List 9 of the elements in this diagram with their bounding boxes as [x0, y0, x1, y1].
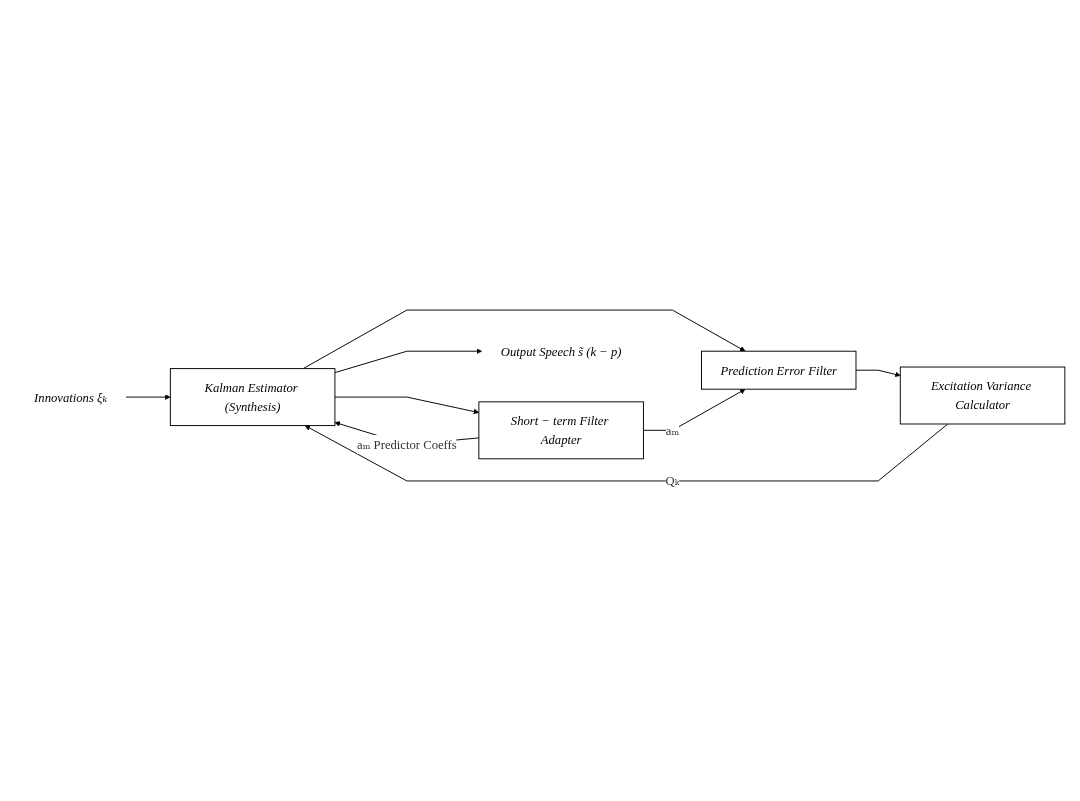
node-box: Kalman Estimator (Synthesis): [169, 368, 336, 427]
edge-label: aₘ Predictor Coeffs: [357, 437, 457, 452]
node-text: Innovations ξₖ: [34, 390, 108, 405]
node-box: Short − term Filter Adapter: [478, 401, 644, 460]
node-text: Output Speech s̃ (k − p): [500, 344, 622, 359]
node-box: Excitation Variance Calculator: [899, 366, 1066, 425]
edge-label: aₘ: [665, 423, 680, 438]
node-box: Prediction Error Filter: [701, 350, 857, 390]
edge-label: Qₖ: [665, 474, 680, 489]
